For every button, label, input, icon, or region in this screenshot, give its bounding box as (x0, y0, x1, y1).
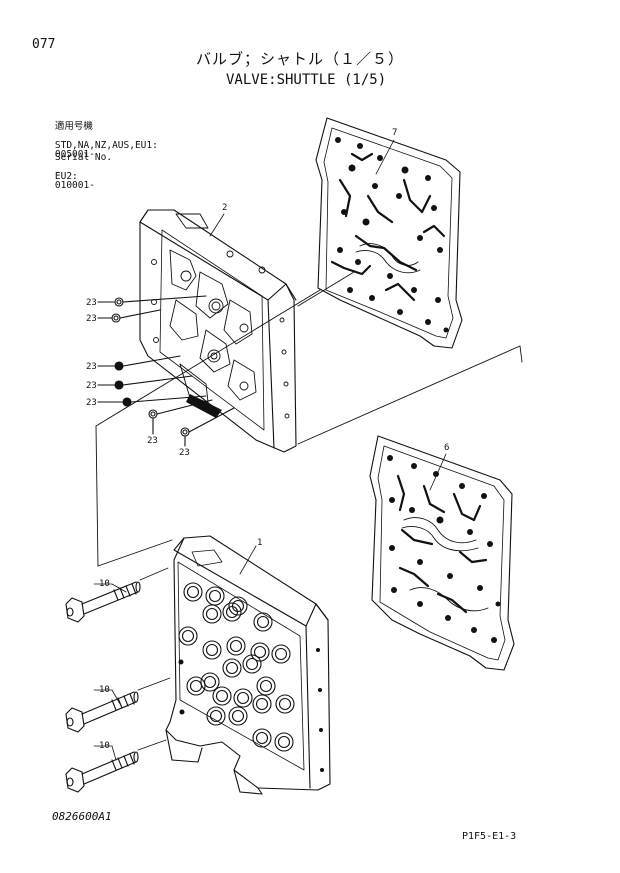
serial-row2-model: EU2: (54, 170, 78, 182)
bolt-middle (65, 691, 139, 733)
bolt-lower (65, 751, 139, 793)
serial-number-block: 適用号機 STD,NA,NZ,AUS,EU1: 005001- Serial N… (32, 93, 158, 190)
serial-models: STD,NA,NZ,AUS,EU1: (54, 139, 158, 151)
callout-10-b: 10 (99, 685, 110, 695)
serial-label-japanese: 適用号機 (54, 120, 93, 132)
callout-7: 7 (392, 128, 397, 138)
valve-body-2 (139, 209, 297, 453)
callout-10-c: 10 (99, 741, 110, 751)
callout-leaders (209, 139, 447, 575)
callout-23-d: 23 (86, 381, 97, 391)
page-number: 077 (32, 37, 56, 52)
serial-row1-value: 005001- (54, 149, 95, 160)
page-title-japanese: バルブ；シャトル（１／５） (196, 50, 405, 68)
page-code: P1F5-E1-3 (462, 831, 517, 842)
plate-7 (315, 117, 463, 349)
page-title-english: VALVE:SHUTTLE (1/5) (226, 72, 387, 88)
callout-6: 6 (444, 443, 449, 453)
bolts-10 (65, 567, 171, 793)
serial-label-english: Serial No. (54, 151, 113, 163)
plate-6 (369, 435, 515, 671)
serial-row2-value: 010001- (54, 180, 95, 191)
callout-10-a: 10 (99, 579, 110, 589)
callout-23-g: 23 (179, 448, 190, 458)
callout-2: 2 (222, 203, 227, 213)
callout-23-c: 23 (86, 362, 97, 372)
valve-body-1 (165, 535, 331, 795)
drawing-code: 0826600A1 (52, 810, 112, 823)
callout-labels: 7 2 6 1 23 23 23 23 23 23 23 10 10 10 (86, 128, 449, 751)
callout-23-a: 23 (86, 298, 97, 308)
port-rings (178, 582, 295, 752)
assembly-guide-lines (95, 271, 523, 567)
bolt-upper (65, 581, 141, 623)
callout-23-e: 23 (86, 398, 97, 408)
callout-23-f: 23 (147, 436, 158, 446)
o-rings-23 (97, 295, 235, 447)
callout-23-b: 23 (86, 314, 97, 324)
callout-1: 1 (257, 538, 262, 548)
